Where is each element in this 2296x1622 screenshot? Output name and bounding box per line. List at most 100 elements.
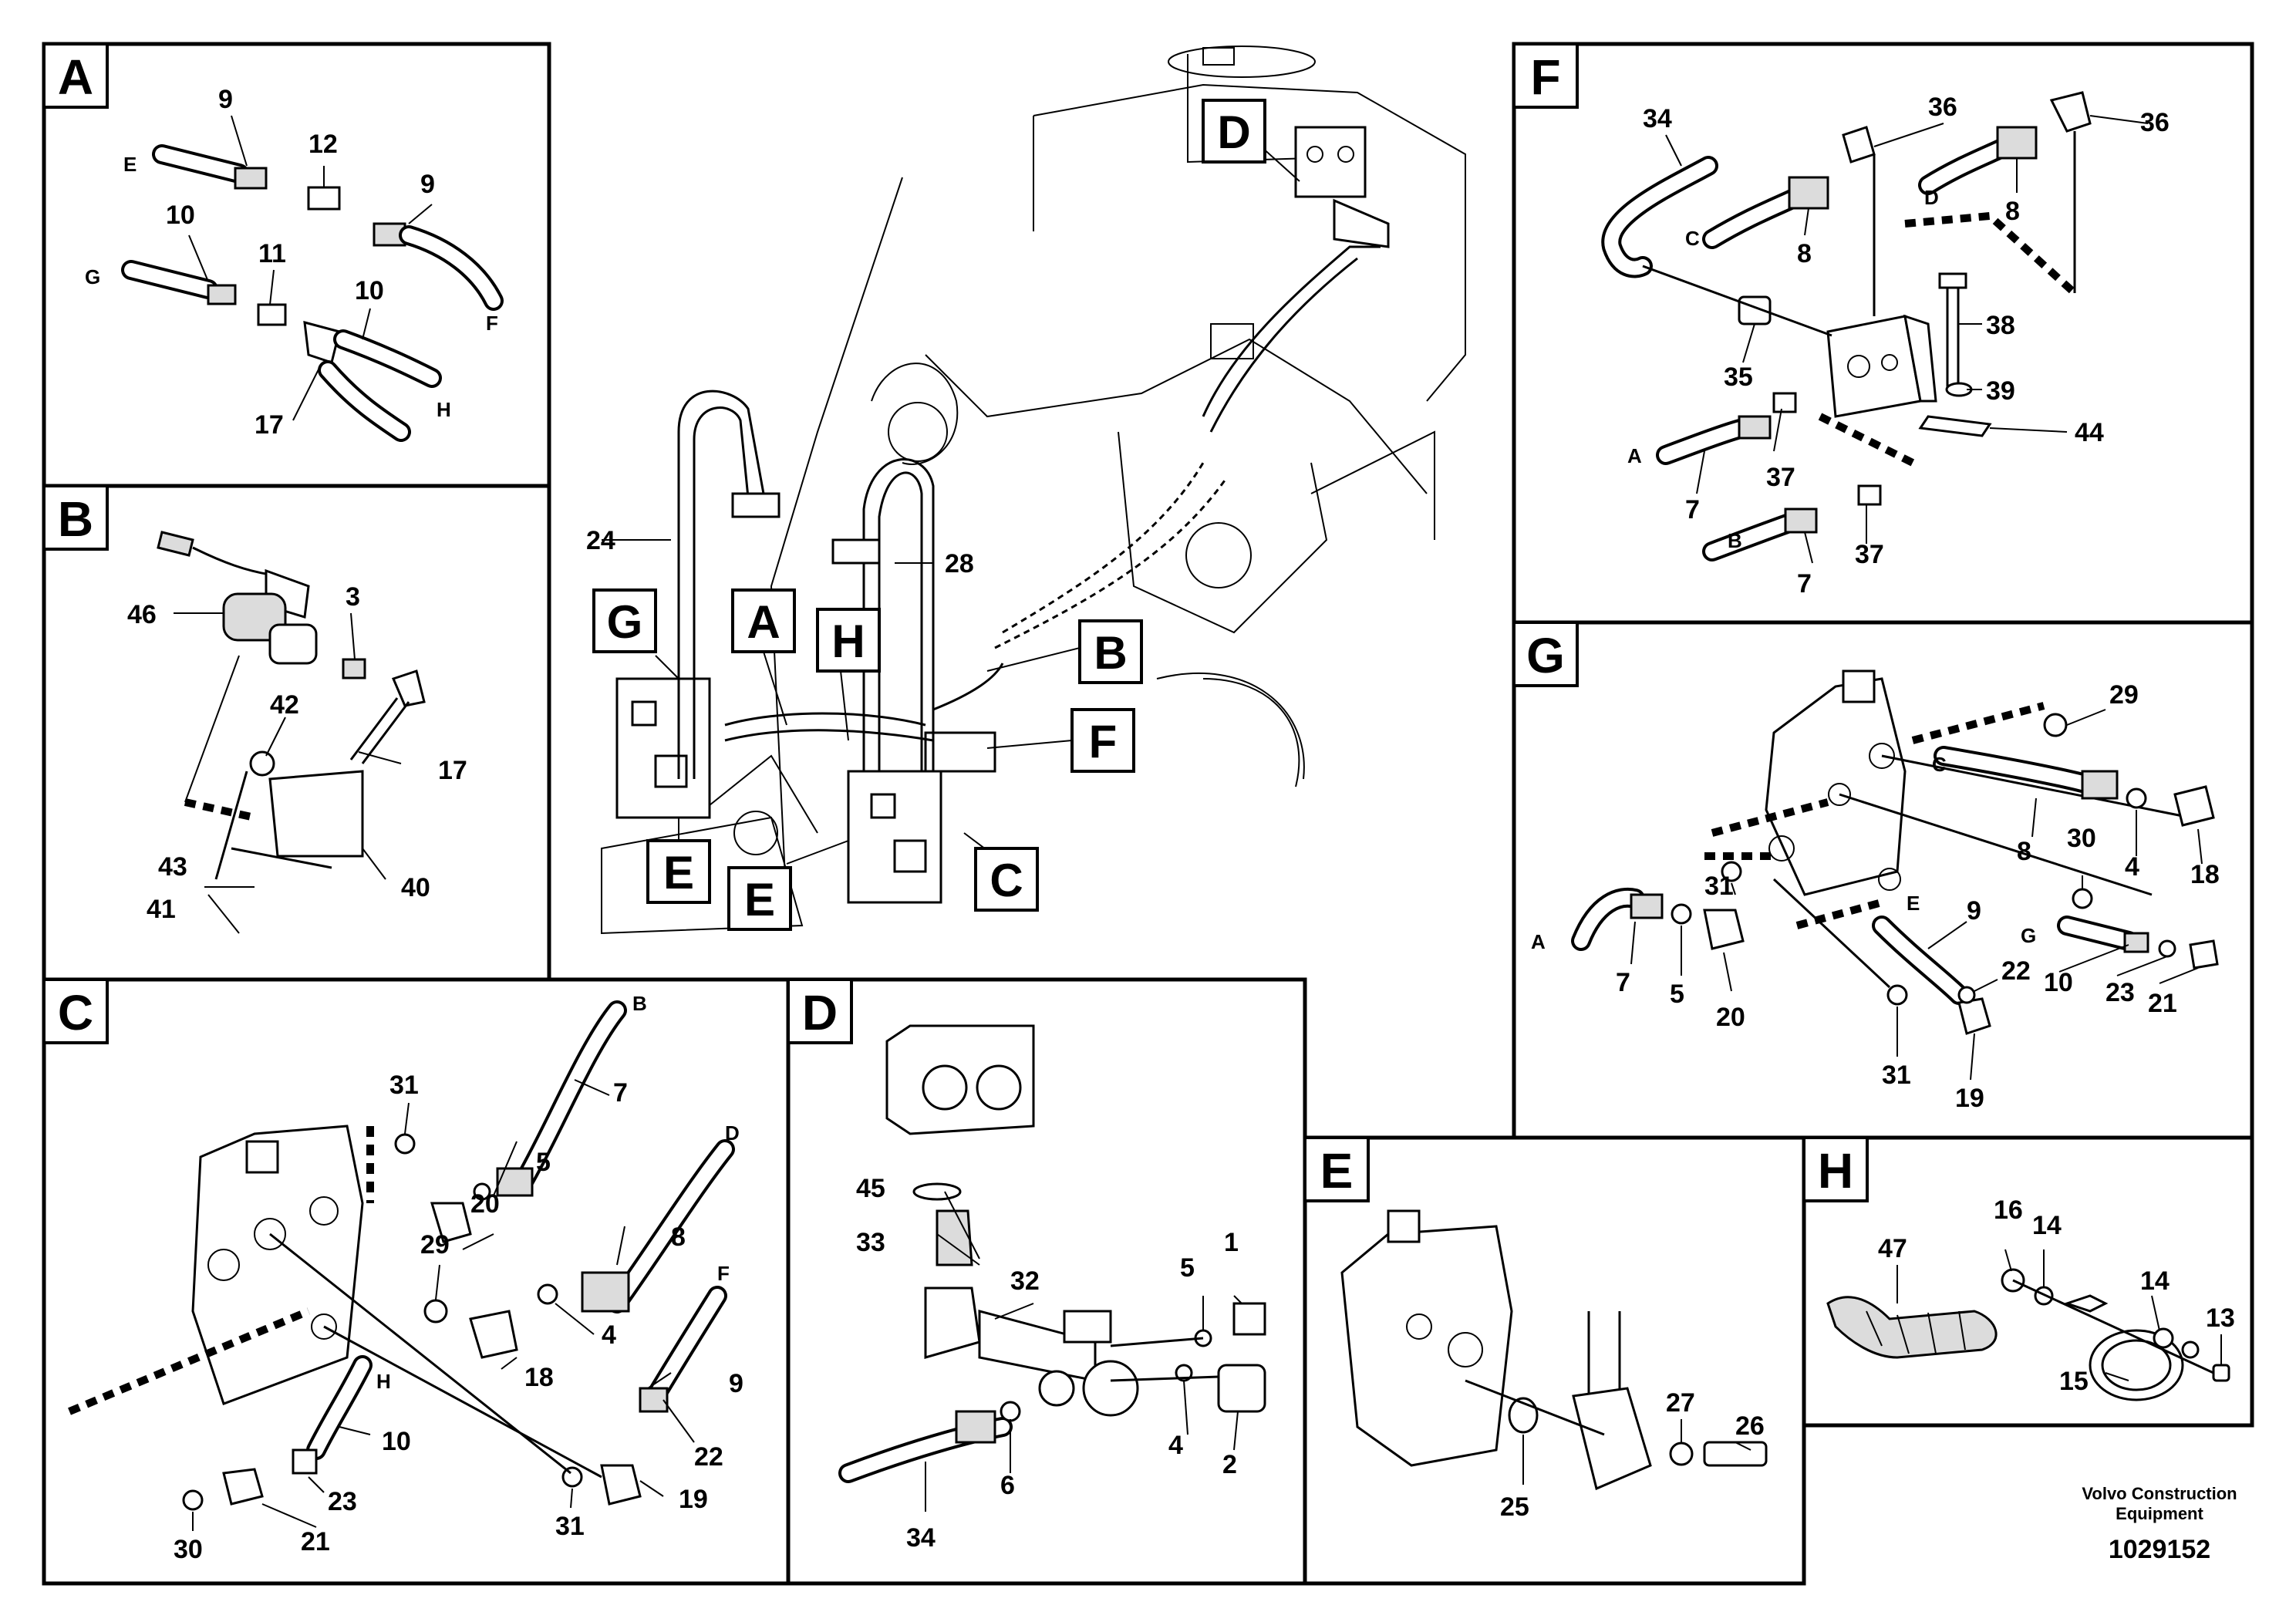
part-number: 35: [1724, 363, 1753, 392]
part-number: 31: [555, 1512, 585, 1541]
panel-letter: A: [58, 49, 93, 105]
hose-end-label: F: [717, 1262, 730, 1285]
part-number: 13: [2206, 1303, 2235, 1333]
hose-end-label: B: [1728, 529, 1742, 552]
part-number: 11: [258, 239, 286, 268]
part-number: 8: [2017, 837, 2031, 866]
part-number: 15: [2059, 1367, 2089, 1396]
callout-letter: F: [1089, 716, 1118, 767]
part-number: 36: [1928, 93, 1957, 122]
part-number: 9: [420, 170, 435, 199]
part-number: 28: [945, 549, 974, 578]
drawing-number: 1029152: [2109, 1535, 2210, 1564]
part-number: 2: [1222, 1450, 1237, 1479]
overview-callout-f: F: [1070, 708, 1135, 773]
part-number: 17: [255, 410, 284, 440]
part-number: 41: [147, 895, 176, 924]
footer: Volvo Construction Equipment 1029152: [2082, 1484, 2237, 1564]
hose-end-label: F: [486, 312, 498, 335]
part-number: 34: [906, 1523, 936, 1553]
part-number: 36: [2140, 108, 2170, 137]
part-number: 19: [1955, 1084, 1984, 1113]
part-number: 18: [524, 1363, 554, 1392]
overview-callout-h: H: [816, 608, 881, 673]
part-number: 9: [1967, 896, 1981, 926]
part-number: 37: [1766, 463, 1795, 492]
callout-letter: H: [831, 615, 865, 667]
part-number: 23: [2106, 978, 2135, 1007]
part-number: 10: [166, 201, 195, 230]
panel-h: H 47 16 14 14 13 15: [1802, 1135, 2254, 1428]
part-number: 31: [389, 1071, 419, 1100]
part-number: 1: [1224, 1228, 1239, 1257]
part-number: 5: [536, 1148, 551, 1177]
hose-end-label: G: [2021, 924, 2036, 947]
panel-letter: F: [1530, 49, 1560, 105]
panel-letter: G: [1526, 628, 1565, 683]
hose-end-label: C: [1685, 227, 1700, 250]
brand-line-1: Volvo Construction: [2082, 1484, 2237, 1503]
panel-f: F: [1512, 42, 2254, 625]
part-number: 18: [2190, 860, 2220, 889]
part-number: 30: [174, 1535, 203, 1564]
part-number: 42: [270, 690, 299, 720]
overview-callout-d: D: [1202, 99, 1266, 164]
part-number: 21: [2148, 989, 2177, 1018]
panel-letter: B: [58, 491, 93, 547]
panel-letter: C: [58, 985, 93, 1040]
callout-letter: C: [990, 855, 1023, 906]
part-number: 21: [301, 1527, 330, 1556]
part-number: 31: [1882, 1061, 1911, 1090]
callout-letter: A: [747, 596, 780, 648]
part-number: 9: [729, 1369, 743, 1398]
callout-letter: E: [744, 874, 775, 926]
part-number: 23: [328, 1487, 357, 1516]
part-number: 44: [2075, 418, 2104, 447]
callout-letter: D: [1217, 106, 1250, 158]
part-number: 31: [1704, 872, 1734, 901]
callout-letter: E: [663, 847, 694, 899]
panel-g: G: [1512, 620, 2254, 1140]
hose-end-label: D: [1924, 186, 1939, 209]
part-number: 37: [1855, 540, 1884, 569]
part-number: 38: [1986, 311, 2015, 340]
part-number: 47: [1878, 1234, 1907, 1263]
part-number: 3: [346, 582, 360, 612]
part-number: 34: [1643, 104, 1672, 133]
part-number: 16: [1994, 1195, 2023, 1225]
part-number: 22: [2001, 956, 2031, 986]
part-number: 10: [355, 276, 384, 305]
part-number: 12: [308, 130, 338, 159]
overview-illustration: D G A H B F E E: [586, 46, 1466, 935]
panel-c: C: [42, 977, 791, 1586]
overview-callout-b: B: [1078, 619, 1143, 684]
part-number: 10: [2044, 968, 2073, 997]
part-number: 46: [127, 600, 157, 629]
hose-end-label: E: [123, 153, 137, 176]
part-number: 8: [1797, 239, 1812, 268]
hose-end-label: G: [85, 265, 100, 288]
part-number: 20: [1716, 1003, 1745, 1032]
hose-end-label: C: [1932, 753, 1947, 776]
part-number: 33: [856, 1228, 885, 1257]
hose-end-label: A: [1531, 930, 1546, 953]
part-number: 43: [158, 852, 187, 882]
part-number: 6: [1000, 1471, 1015, 1500]
part-number: 45: [856, 1174, 885, 1203]
hose-end-label: B: [632, 992, 647, 1015]
part-number: 5: [1670, 980, 1684, 1009]
part-number: 17: [438, 756, 467, 785]
overview-callout-e-right: E: [727, 866, 792, 931]
hose-end-label: H: [437, 398, 451, 421]
panel-b: B 46 3 42 17 43 41 40: [42, 484, 551, 982]
hose-end-label: A: [1627, 444, 1642, 467]
part-number: 30: [2067, 824, 2096, 853]
part-number: 39: [1986, 376, 2015, 406]
part-number: 20: [470, 1189, 500, 1219]
part-number: 25: [1500, 1492, 1529, 1522]
part-number: 7: [613, 1078, 628, 1108]
panel-letter: E: [1320, 1143, 1354, 1199]
part-number: 7: [1797, 569, 1812, 599]
part-number: 7: [1685, 495, 1700, 524]
brand-line-2: Equipment: [2116, 1504, 2203, 1523]
